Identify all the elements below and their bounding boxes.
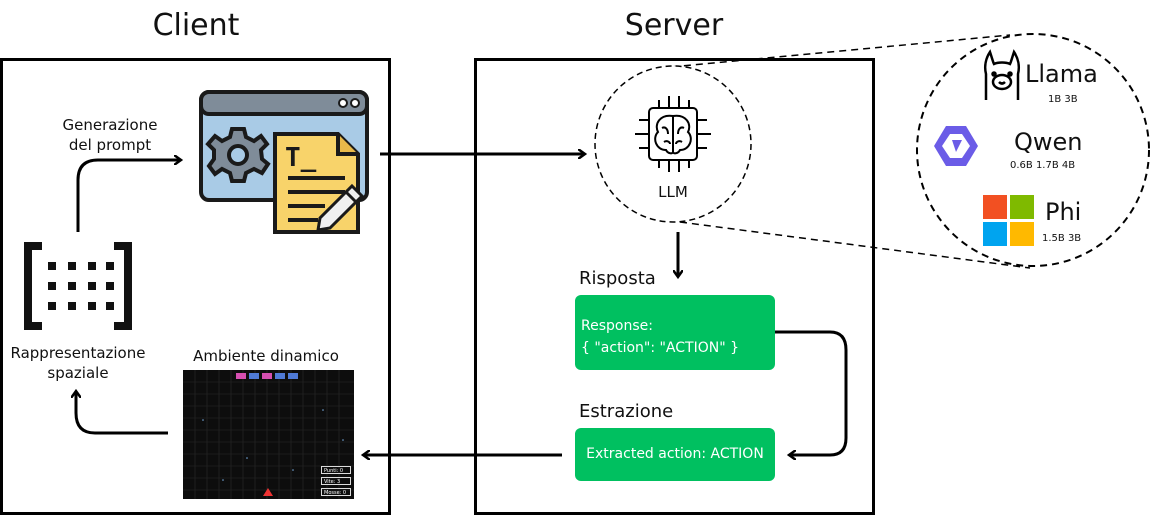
llm-label: LLM [658, 183, 688, 201]
player-ship [263, 488, 273, 496]
model-name-llama: Llama [1025, 60, 1098, 88]
game-screenshot: Punti: 0 Vite: 3 Mosse: 0 [183, 370, 354, 499]
prompt-label-line2: del prompt [68, 136, 152, 154]
prompt-config-icon: T_ [199, 90, 369, 234]
client-title: Client [152, 8, 240, 43]
zoom-line-bottom [679, 221, 1031, 269]
llama-icon [983, 49, 1021, 100]
response-line2: { "action": "ACTION" } [581, 340, 740, 356]
response-box: Response: { "action": "ACTION" } [575, 295, 775, 370]
server-title: Server [624, 8, 724, 43]
hud-moves: Mosse: 0 [321, 488, 351, 496]
extraction-heading: Estrazione [579, 401, 674, 422]
prompt-generation-label: Generazione del prompt [50, 115, 170, 155]
arrow-to-spatial [76, 392, 168, 435]
models-zoom-circle [916, 33, 1150, 267]
response-line1: Response: [581, 318, 653, 334]
response-heading: Risposta [579, 268, 656, 289]
prompt-label-line1: Generazione [62, 116, 158, 134]
model-sizes-llama: 1B 3B [1048, 94, 1078, 105]
extraction-box: Extracted action: ACTION [575, 428, 775, 481]
dynamic-environment-label: Ambiente dinamico [193, 347, 339, 365]
model-sizes-phi: 1.5B 3B [1042, 233, 1082, 244]
spatial-representation-label: Rappresentazione spaziale [0, 343, 156, 383]
spatial-label-line1: Rappresentazione [10, 344, 146, 362]
microsoft-icon [983, 195, 1034, 246]
arrow-to-extraction [765, 330, 848, 455]
qwen-icon [934, 126, 978, 166]
invaders [236, 373, 298, 379]
arrow-to-prompt [76, 160, 180, 232]
hud-lives: Vite: 3 [321, 477, 351, 485]
brain-chip-icon [635, 96, 711, 172]
spatial-label-line2: spaziale [47, 364, 109, 382]
zoom-line-top [659, 34, 1011, 69]
matrix-icon [24, 242, 132, 330]
model-name-phi: Phi [1045, 198, 1082, 226]
svg-text:T_: T_ [285, 143, 317, 173]
model-sizes-qwen: 0.6B 1.7B 4B [1010, 160, 1076, 171]
model-name-qwen: Qwen [1014, 128, 1083, 156]
hud-score: Punti: 0 [321, 466, 351, 474]
